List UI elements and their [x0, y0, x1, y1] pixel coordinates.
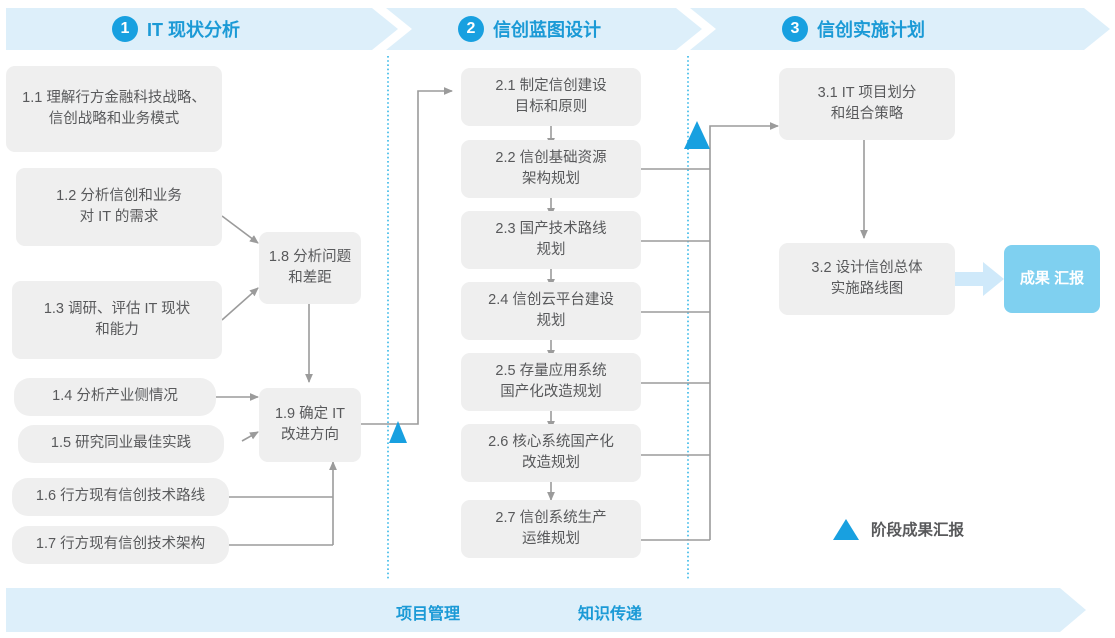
bottom-bar-label-project-management: 项目管理 [396, 606, 461, 623]
legend-label: 阶段成果汇报 [871, 522, 965, 539]
phase-number-1: 1 [112, 16, 138, 42]
phase-title-3: 信创实施计划 [817, 20, 925, 40]
process-box-1-8-text: 1.8 分析问题 和差距 [268, 248, 352, 286]
milestone-triangle-phase1 [389, 421, 407, 443]
process-box-3-1-text: 3.1 IT 项目划分 和组合策略 [817, 84, 917, 122]
edge-1-5-to-1-9 [241, 431, 259, 442]
result-report-chip[interactable]: 成果 汇报 [1004, 245, 1100, 313]
edge-1-9-to-2-1 [361, 87, 453, 425]
process-box-2-1[interactable]: 2.1 制定信创建设 目标和原则 [461, 68, 641, 126]
process-box-2-1-text: 2.1 制定信创建设 目标和原则 [495, 77, 607, 115]
process-box-2-4[interactable]: 2.4 信创云平台建设 规划 [461, 282, 641, 340]
process-box-1-2[interactable]: 1.2 分析信创和业务 对 IT 的需求 [16, 168, 222, 246]
phase-title-2: 信创蓝图设计 [493, 20, 601, 40]
edge-1-2-to-1-8 [221, 215, 259, 244]
process-box-2-5-text: 2.5 存量应用系统 国产化改造规划 [495, 362, 607, 400]
triangle-icon [833, 518, 859, 540]
result-report-text: 成果 汇报 [1019, 269, 1085, 287]
process-box-1-5[interactable]: 1.5 研究同业最佳实践 [18, 425, 224, 463]
process-box-2-2[interactable]: 2.2 信创基础资源 架构规划 [461, 140, 641, 198]
process-box-1-2-text: 1.2 分析信创和业务 对 IT 的需求 [56, 187, 182, 225]
process-box-3-2-text: 3.2 设计信创总体 实施路线图 [811, 259, 923, 297]
process-box-3-2[interactable]: 3.2 设计信创总体 实施路线图 [779, 243, 955, 315]
bottom-banner [6, 588, 1086, 632]
process-box-1-3[interactable]: 1.3 调研、评估 IT 现状 和能力 [12, 281, 222, 359]
process-box-1-7-text: 1.7 行方现有信创技术架构 [35, 536, 206, 553]
phase-number-2: 2 [458, 16, 484, 42]
process-box-3-1[interactable]: 3.1 IT 项目划分 和组合策略 [779, 68, 955, 140]
process-box-1-9-text: 1.9 确定 IT 改进方向 [274, 405, 346, 443]
process-box-2-6[interactable]: 2.6 核心系统国产化 改造规划 [461, 424, 641, 482]
process-box-1-9[interactable]: 1.9 确定 IT 改进方向 [259, 388, 361, 462]
process-box-2-6-text: 2.6 核心系统国产化 改造规划 [488, 433, 614, 471]
edge-3-2-to-result [955, 262, 1004, 296]
legend-milestone: 阶段成果汇报 [833, 518, 964, 540]
process-box-1-4-text: 1.4 分析产业侧情况 [52, 388, 178, 405]
bottom-bar-label-knowledge-transfer: 知识传递 [578, 606, 643, 623]
process-box-1-6[interactable]: 1.6 行方现有信创技术路线 [12, 478, 229, 516]
phase-header-2: 2 信创蓝图设计 [458, 16, 601, 42]
edge-1-3-to-1-8 [221, 287, 259, 321]
process-box-1-8[interactable]: 1.8 分析问题 和差距 [259, 232, 361, 304]
process-box-2-7-text: 2.7 信创系统生产 运维规划 [495, 509, 607, 547]
process-box-2-7[interactable]: 2.7 信创系统生产 运维规划 [461, 500, 641, 558]
process-box-1-1[interactable]: 1.1 理解行方金融科技战略、 信创战略和业务模式 [6, 66, 222, 152]
process-box-1-7[interactable]: 1.7 行方现有信创技术架构 [12, 526, 229, 564]
milestone-triangle-phase2 [684, 121, 710, 149]
edge-bus-col2-to-3-1 [709, 122, 779, 540]
process-box-2-3[interactable]: 2.3 国产技术路线 规划 [461, 211, 641, 269]
process-box-1-5-text: 1.5 研究同业最佳实践 [50, 435, 192, 452]
process-box-1-3-text: 1.3 调研、评估 IT 现状 和能力 [43, 300, 191, 338]
process-box-2-2-text: 2.2 信创基础资源 架构规划 [495, 149, 607, 187]
process-box-2-4-text: 2.4 信创云平台建设 规划 [488, 291, 614, 329]
process-box-1-1-text: 1.1 理解行方金融科技战略、 信创战略和业务模式 [22, 89, 206, 127]
phase-header-3: 3 信创实施计划 [782, 16, 925, 42]
process-box-2-3-text: 2.3 国产技术路线 规划 [495, 220, 607, 258]
process-box-2-5[interactable]: 2.5 存量应用系统 国产化改造规划 [461, 353, 641, 411]
phase-banner-1 [6, 8, 398, 50]
phase-title-1: IT 现状分析 [147, 20, 240, 40]
phase-header-1: 1 IT 现状分析 [112, 16, 240, 42]
phase-number-3: 3 [782, 16, 808, 42]
process-box-1-6-text: 1.6 行方现有信创技术路线 [35, 488, 206, 505]
process-box-1-4[interactable]: 1.4 分析产业侧情况 [14, 378, 216, 416]
